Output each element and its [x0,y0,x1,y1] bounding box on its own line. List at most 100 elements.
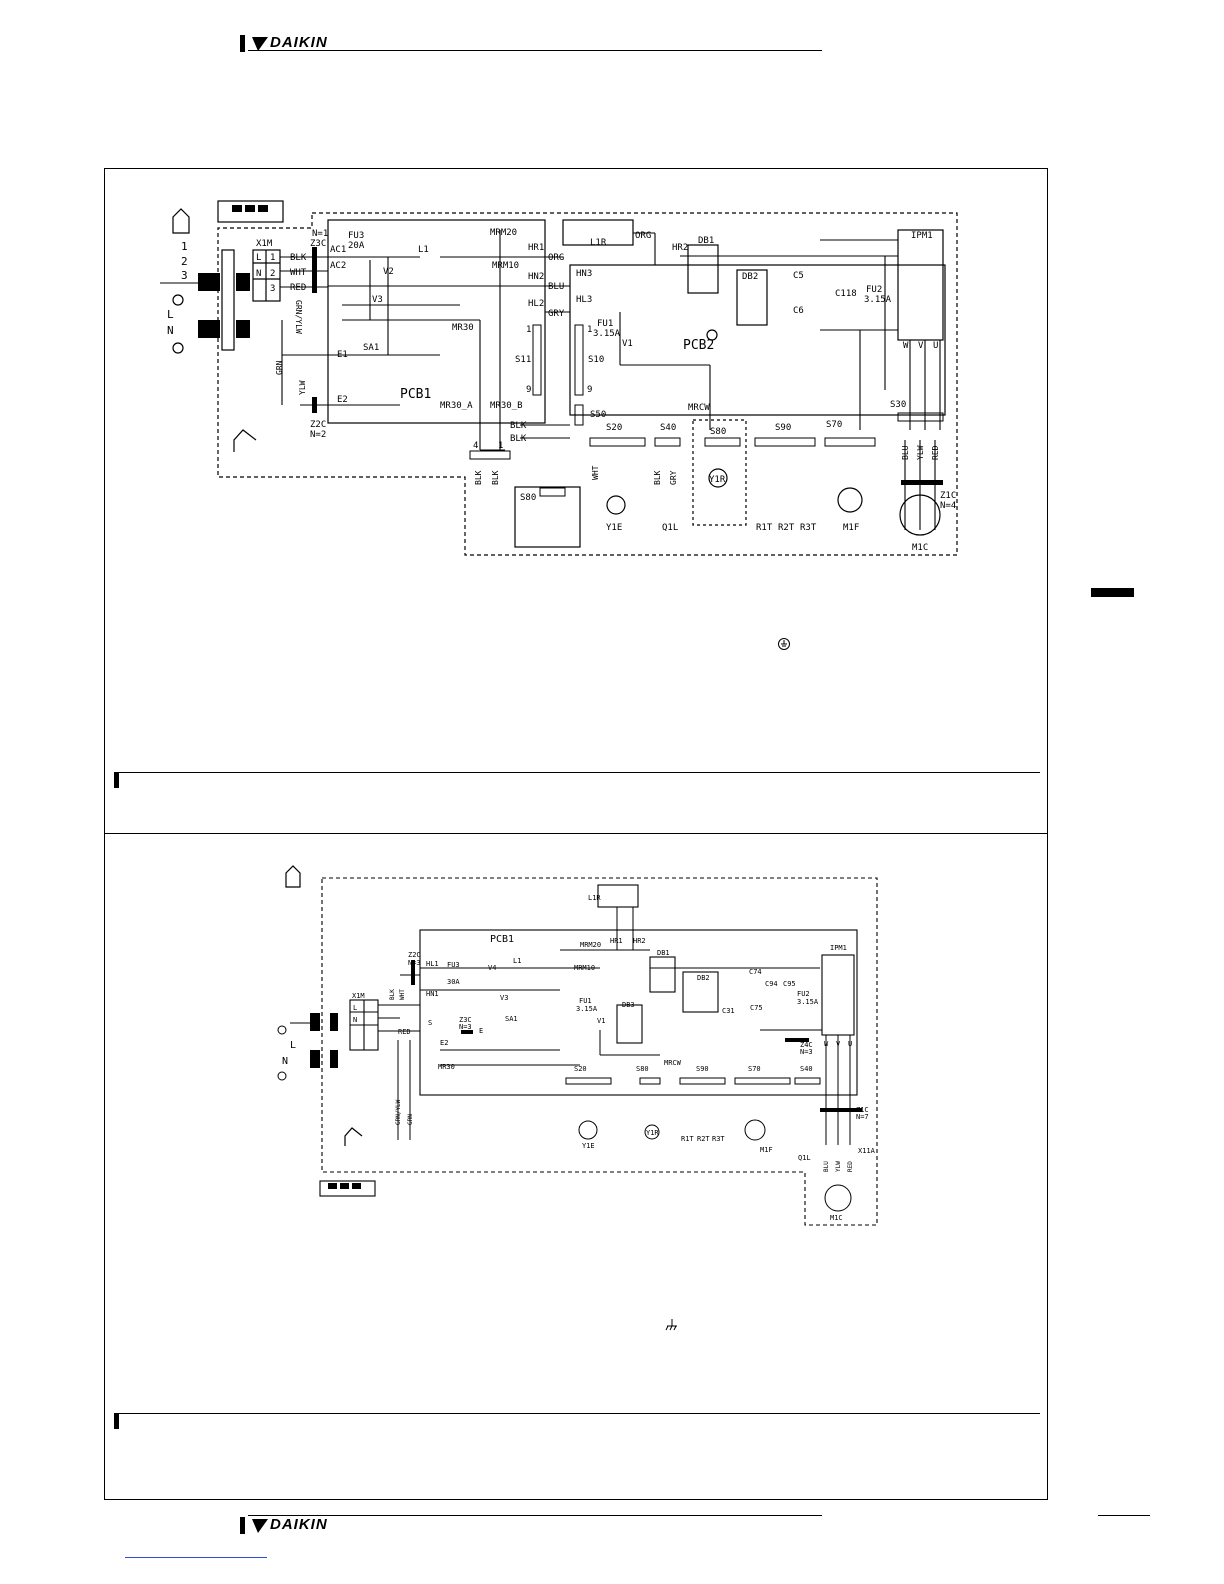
wiring-diagram-1: X1M L N 1 2 3 1 2 3 L N BLK WHT RED N=1 … [160,200,958,556]
svg-text:L: L [167,308,174,321]
svg-text:N=4: N=4 [940,501,956,511]
svg-text:Y1E: Y1E [606,523,622,533]
svg-text:RED: RED [290,283,306,293]
logo-bar [240,35,245,52]
brand-name: DAIKIN [270,1516,328,1533]
svg-text:Z1C: Z1C [856,1106,869,1114]
svg-text:C118: C118 [835,289,857,299]
svg-text:L: L [256,253,261,263]
svg-text:S40: S40 [660,423,676,433]
svg-text:2: 2 [270,269,275,279]
svg-text:R2T: R2T [697,1135,710,1143]
svg-text:HN3: HN3 [576,269,592,279]
svg-text:1: 1 [270,253,275,263]
svg-text:MRM20: MRM20 [490,228,517,238]
svg-text:HR1: HR1 [528,243,544,253]
svg-text:V: V [836,1040,841,1048]
svg-text:HR2: HR2 [672,243,688,253]
house-icon [172,208,257,452]
svg-text:S11: S11 [515,355,531,365]
svg-text:V1: V1 [597,1017,605,1025]
svg-text:Z3C: Z3C [310,239,326,249]
svg-text:FU3: FU3 [447,961,460,969]
svg-text:Z4C: Z4C [800,1041,813,1049]
svg-text:3.15A: 3.15A [593,329,621,339]
svg-text:U: U [933,341,938,351]
svg-text:V3: V3 [500,994,508,1002]
svg-text:C75: C75 [750,1004,763,1012]
svg-text:SA1: SA1 [363,343,379,353]
svg-text:BLU: BLU [901,445,910,460]
svg-text:WHT: WHT [290,268,307,278]
svg-text:3.15A: 3.15A [797,998,819,1006]
header-rule [248,50,822,51]
svg-text:GRY: GRY [669,470,678,485]
svg-text:N=7: N=7 [856,1113,869,1121]
svg-text:C74: C74 [749,968,762,976]
svg-text:C94: C94 [765,980,778,988]
svg-text:Z2C: Z2C [310,420,326,430]
svg-text:X11A: X11A [858,1147,876,1155]
footer-logo: DAIKIN [240,1515,350,1537]
svg-text:MR30_B: MR30_B [490,401,523,411]
svg-text:N=3: N=3 [800,1048,813,1056]
svg-text:E: E [479,1027,483,1035]
svg-text:HN1: HN1 [426,990,439,998]
svg-text:BLK: BLK [491,470,500,485]
svg-text:R3T: R3T [800,523,817,533]
svg-text:BLK: BLK [389,989,396,1000]
svg-text:9: 9 [526,385,531,395]
svg-text:X1M: X1M [352,992,365,1000]
svg-text:S10: S10 [588,355,604,365]
svg-text:BLK: BLK [290,253,307,263]
link-underline [125,1557,267,1558]
svg-text:FU1: FU1 [579,997,592,1005]
house-icon-2 [285,865,363,1146]
svg-text:YLW: YLW [916,445,925,460]
svg-text:9: 9 [587,385,592,395]
svg-text:R1T: R1T [756,523,773,533]
svg-text:Y1E: Y1E [582,1142,595,1150]
svg-text:R1T: R1T [681,1135,694,1143]
svg-text:AC1: AC1 [330,245,346,255]
svg-text:2: 2 [181,255,188,268]
svg-text:S80: S80 [520,493,536,503]
svg-text:S90: S90 [696,1065,709,1073]
svg-text:3: 3 [181,269,188,282]
section-divider [104,833,1048,835]
svg-text:W: W [903,341,909,351]
svg-text:DB3: DB3 [622,1001,635,1009]
svg-text:RED: RED [847,1161,854,1172]
svg-text:HL2: HL2 [528,299,544,309]
svg-text:PCB1: PCB1 [490,934,514,945]
svg-text:IPM1: IPM1 [830,944,847,952]
svg-text:N=2: N=2 [310,430,326,440]
svg-text:GRN: GRN [407,1114,414,1125]
svg-text:W: W [824,1040,829,1048]
svg-text:S50: S50 [590,410,606,420]
svg-text:HR2: HR2 [633,937,646,945]
section-bar-1 [114,772,1040,788]
svg-text:V3: V3 [372,295,383,305]
svg-text:FU2: FU2 [866,285,882,295]
svg-text:GRN/YLW: GRN/YLW [294,300,303,334]
svg-text:HL1: HL1 [426,960,439,968]
svg-text:S90: S90 [775,423,791,433]
svg-text:MR30: MR30 [438,1063,455,1071]
svg-text:M1C: M1C [912,543,928,553]
svg-text:X1M: X1M [256,239,273,249]
svg-text:S80: S80 [710,427,726,437]
svg-text:MRM10: MRM10 [492,261,519,271]
svg-text:S: S [428,1019,432,1027]
svg-text:S20: S20 [606,423,622,433]
svg-text:BLK: BLK [510,434,527,444]
daikin-mark-icon [252,37,268,51]
svg-text:3.15A: 3.15A [864,295,892,305]
svg-text:V1: V1 [622,339,633,349]
svg-text:HR1: HR1 [610,937,623,945]
daikin-mark-icon [252,1519,268,1533]
svg-text:N: N [167,324,174,337]
svg-text:Q1L: Q1L [798,1154,811,1162]
svg-text:GRN: GRN [275,360,284,375]
